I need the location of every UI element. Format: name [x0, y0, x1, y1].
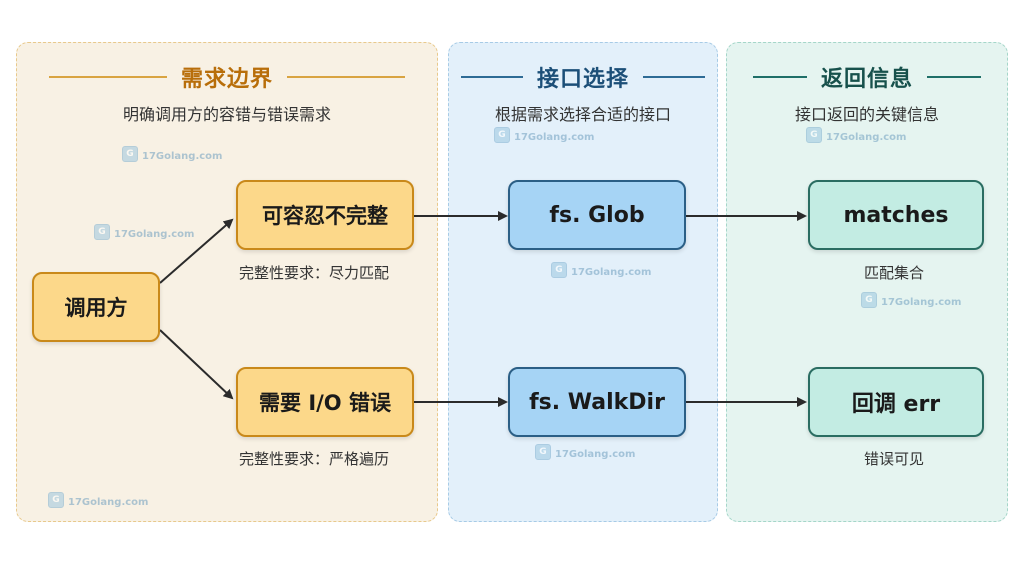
golang-logo-icon: G: [861, 291, 877, 308]
return-info-panel: 返回信息 接口返回的关键信息: [726, 42, 1008, 522]
panel-title: 接口选择: [536, 67, 629, 92]
interface-selection-panel: 接口选择 根据需求选择合适的接口: [448, 42, 718, 522]
watermark: G 17Golang.com: [806, 125, 906, 144]
matches-description: 匹配集合: [864, 264, 925, 282]
watermark: G 17Golang.com: [48, 490, 148, 509]
panel-title: 返回信息: [820, 67, 913, 92]
panel-header: 返回信息: [727, 61, 1007, 93]
watermark: G 17Golang.com: [94, 222, 194, 241]
watermark-text: 17Golang.com: [571, 267, 652, 278]
tolerant-requirement-caption: 完整性要求：尽力匹配: [239, 264, 390, 282]
panel-header: 接口选择: [449, 61, 717, 93]
watermark-text: 17Golang.com: [555, 449, 636, 460]
watermark-text: 17Golang.com: [114, 229, 195, 240]
header-rule: [927, 76, 981, 78]
caller-node: 调用方: [32, 272, 160, 342]
fs-glob-node: fs. Glob: [508, 180, 686, 250]
arrow-caller-to-io-error: [159, 329, 234, 400]
watermark-text: 17Golang.com: [514, 132, 595, 143]
header-rule: [287, 76, 405, 78]
golang-logo-icon: G: [535, 443, 551, 460]
watermark-text: 17Golang.com: [881, 297, 962, 308]
watermark: G 17Golang.com: [122, 144, 222, 163]
callback-err-node: 回调 err: [808, 367, 984, 437]
header-rule: [460, 76, 523, 78]
watermark-text: 17Golang.com: [142, 151, 223, 162]
golang-logo-icon: G: [806, 126, 822, 143]
header-rule: [752, 76, 807, 78]
watermark-text: 17Golang.com: [68, 497, 149, 508]
watermark-text: 17Golang.com: [826, 132, 907, 143]
golang-logo-icon: G: [551, 261, 567, 278]
watermark: G 17Golang.com: [494, 125, 594, 144]
panel-subtitle: 根据需求选择合适的接口: [494, 105, 671, 124]
panel-header: 需求边界: [17, 61, 437, 93]
header-rule: [643, 76, 705, 78]
watermark: G 17Golang.com: [535, 442, 635, 461]
arrow-caller-to-tolerant: [159, 218, 234, 284]
header-rule: [48, 76, 167, 78]
fs-walkdir-node: fs. WalkDir: [508, 367, 686, 437]
watermark: G 17Golang.com: [551, 260, 651, 279]
panel-subtitle: 接口返回的关键信息: [794, 105, 939, 124]
watermark: G 17Golang.com: [861, 290, 961, 309]
golang-logo-icon: G: [94, 223, 110, 240]
golang-logo-icon: G: [48, 491, 64, 508]
panel-title: 需求边界: [180, 67, 273, 92]
panel-subtitle: 明确调用方的容错与错误需求: [122, 105, 331, 124]
tolerant-incomplete-node: 可容忍不完整: [236, 180, 414, 250]
golang-logo-icon: G: [122, 145, 138, 162]
err-description: 错误可见: [864, 450, 925, 468]
need-io-error-node: 需要 I/O 错误: [236, 367, 414, 437]
golang-logo-icon: G: [494, 126, 510, 143]
matches-node: matches: [808, 180, 984, 250]
strict-requirement-caption: 完整性要求：严格遍历: [239, 450, 390, 468]
